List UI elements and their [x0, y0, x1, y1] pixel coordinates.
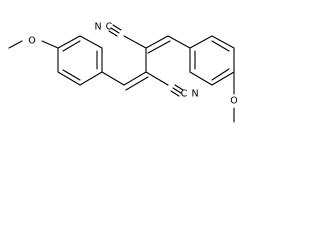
nitrile-bottom-triple — [170, 84, 184, 97]
carbon-label-top: C — [106, 22, 113, 33]
bond-o-ring-left — [41, 40, 59, 49]
bond-methyl-o-left — [8, 40, 23, 49]
nitrogen-label-top: N — [94, 22, 101, 33]
bond-c3-ch-double-a — [145, 35, 169, 49]
nitrogen-label-bottom: N — [191, 89, 198, 100]
bond-ch-c2-double-a — [123, 71, 147, 86]
bond-c3-cn-top — [123, 35, 147, 49]
structure-canvas: O N C C N O — [0, 0, 285, 127]
bond-c3-ch-double-b — [147, 40, 171, 54]
oxygen-label-right: O — [230, 96, 237, 107]
molecule-drawing: O N C C N O — [8, 22, 238, 123]
bond-c2-cn-bottom — [145, 71, 169, 86]
bond-ch-to-ring-right — [167, 35, 191, 49]
bond-ring-left-to-ch — [101, 71, 125, 86]
nitrile-top-triple — [108, 24, 122, 37]
benzene-ring-right — [189, 35, 235, 86]
oxygen-label-left: O — [28, 36, 35, 47]
carbon-label-bottom: C — [181, 89, 188, 100]
bond-ch-c2-double-b — [125, 76, 149, 91]
benzene-ring-left — [57, 35, 103, 86]
